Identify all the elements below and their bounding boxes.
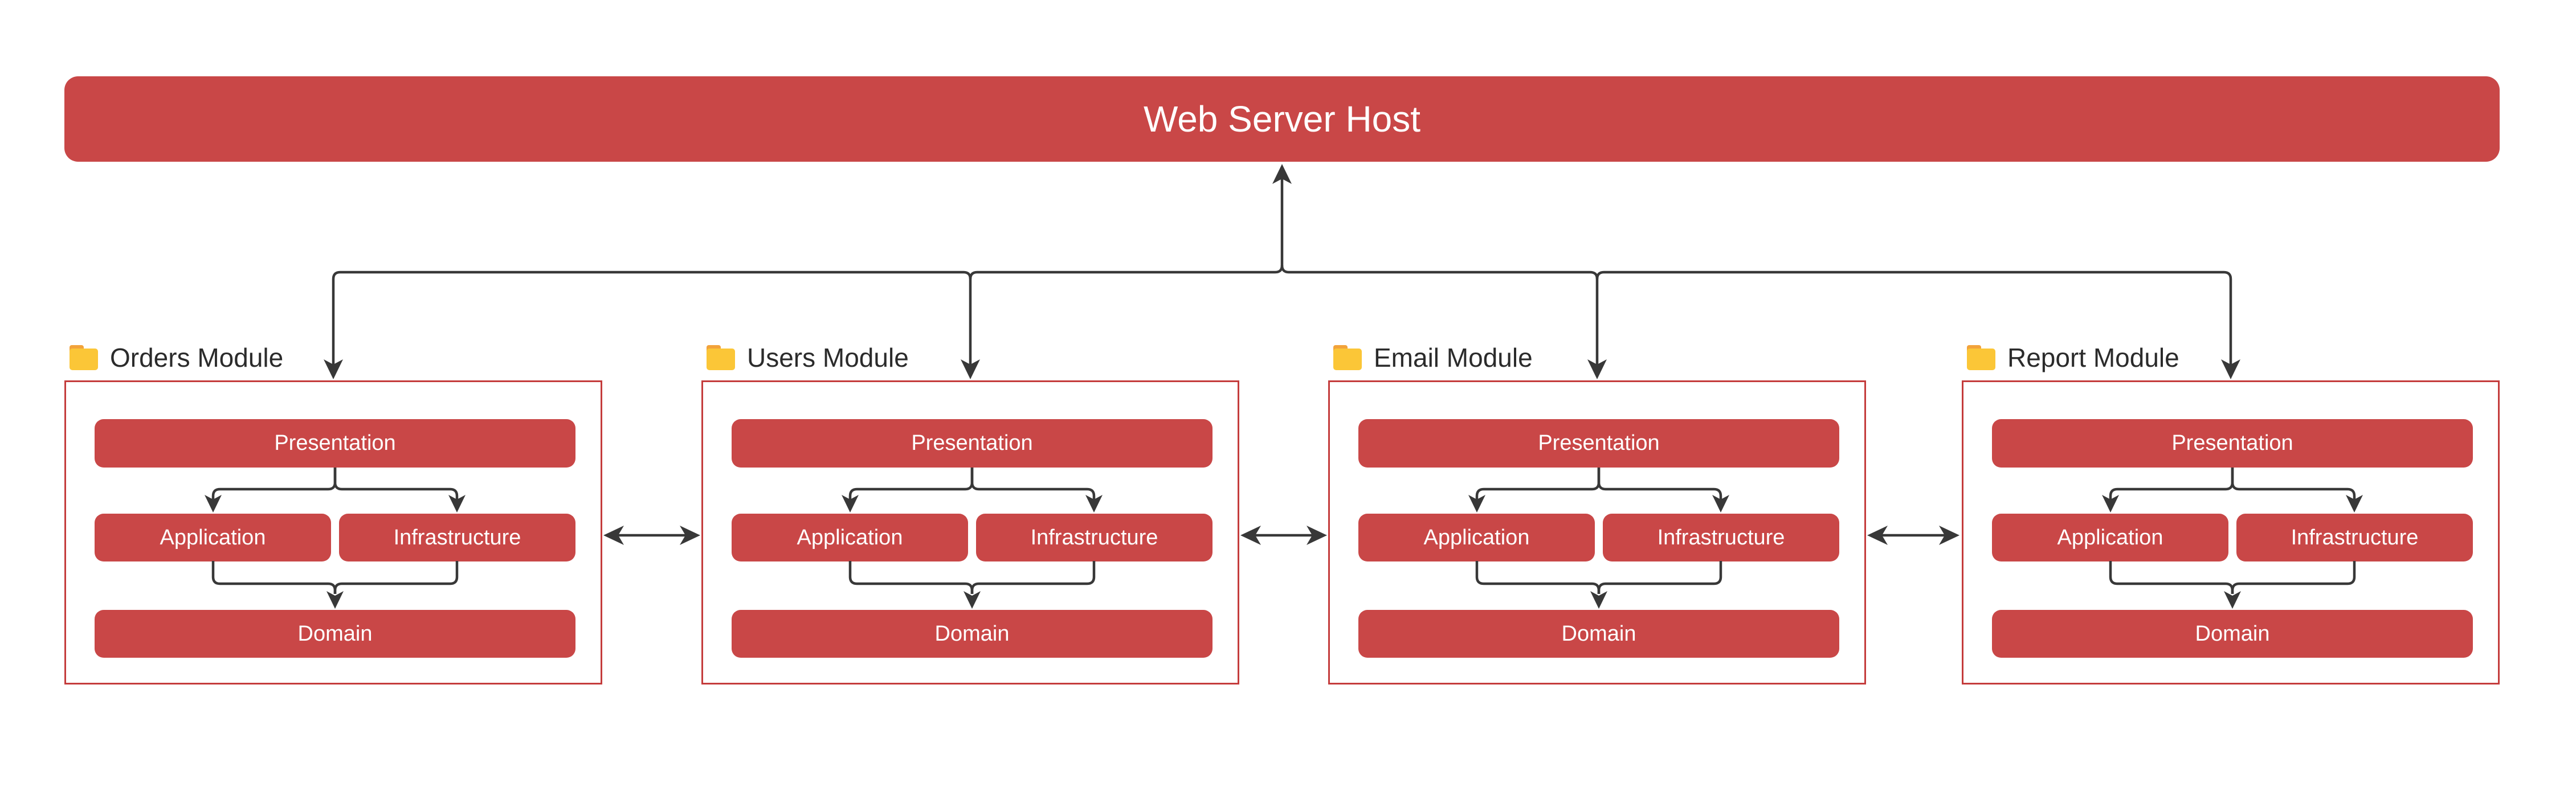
folder-icon (1333, 345, 1362, 371)
module-email-label[interactable]: Email Module (1333, 341, 1533, 375)
module-report-label[interactable]: Report Module (1966, 341, 2179, 375)
layer-domain[interactable]: Domain (95, 610, 575, 658)
arrowhead-down-email (1587, 359, 1607, 379)
layer-domain[interactable]: Domain (1358, 610, 1839, 658)
module-report: Report Module Presentation Application I… (1962, 343, 2500, 684)
module-name: Report Module (2007, 343, 2179, 372)
module-name: Users Module (747, 343, 909, 372)
layer-domain[interactable]: Domain (1992, 610, 2473, 658)
module-orders-container[interactable]: Presentation Application Infrastructure … (64, 380, 602, 684)
module-email: Email Module Presentation Application In… (1328, 343, 1866, 684)
arrowhead-up-host (1272, 164, 1292, 184)
link-email-report (1867, 526, 1959, 545)
module-users: Users Module Presentation Application In… (701, 343, 1239, 684)
layer-application[interactable]: Application (1992, 514, 2228, 561)
layer-infrastructure[interactable]: Infrastructure (1603, 514, 1839, 561)
module-name: Orders Module (110, 343, 284, 372)
layer-infrastructure[interactable]: Infrastructure (2236, 514, 2473, 561)
host-bus-segment (969, 177, 1284, 280)
layer-presentation[interactable]: Presentation (1358, 419, 1839, 468)
layer-infrastructure[interactable]: Infrastructure (976, 514, 1213, 561)
layer-application[interactable]: Application (95, 514, 331, 561)
link-users-email (1240, 526, 1327, 545)
folder-icon (69, 345, 99, 371)
module-name: Email Module (1374, 343, 1533, 372)
host-label: Web Server Host (1143, 99, 1421, 140)
module-users-label[interactable]: Users Module (706, 341, 909, 375)
layer-presentation[interactable]: Presentation (732, 419, 1213, 468)
module-email-container[interactable]: Presentation Application Infrastructure … (1328, 380, 1866, 684)
layer-domain[interactable]: Domain (732, 610, 1213, 658)
module-orders-label[interactable]: Orders Module (69, 341, 283, 375)
link-orders-users (603, 526, 700, 545)
layer-presentation[interactable]: Presentation (95, 419, 575, 468)
module-orders: Orders Module Presentation Application I… (64, 343, 602, 684)
arrowhead-down-users (961, 359, 980, 379)
arrowhead-down-report (2221, 359, 2240, 379)
host-node[interactable]: Web Server Host (64, 76, 2500, 162)
module-report-container[interactable]: Presentation Application Infrastructure … (1962, 380, 2500, 684)
layer-infrastructure[interactable]: Infrastructure (339, 514, 575, 561)
arrowhead-down-orders (324, 359, 343, 379)
layer-application[interactable]: Application (732, 514, 968, 561)
folder-icon (1966, 345, 1996, 371)
folder-icon (706, 345, 736, 371)
layer-application[interactable]: Application (1358, 514, 1595, 561)
module-users-container[interactable]: Presentation Application Infrastructure … (701, 380, 1239, 684)
layer-presentation[interactable]: Presentation (1992, 419, 2473, 468)
